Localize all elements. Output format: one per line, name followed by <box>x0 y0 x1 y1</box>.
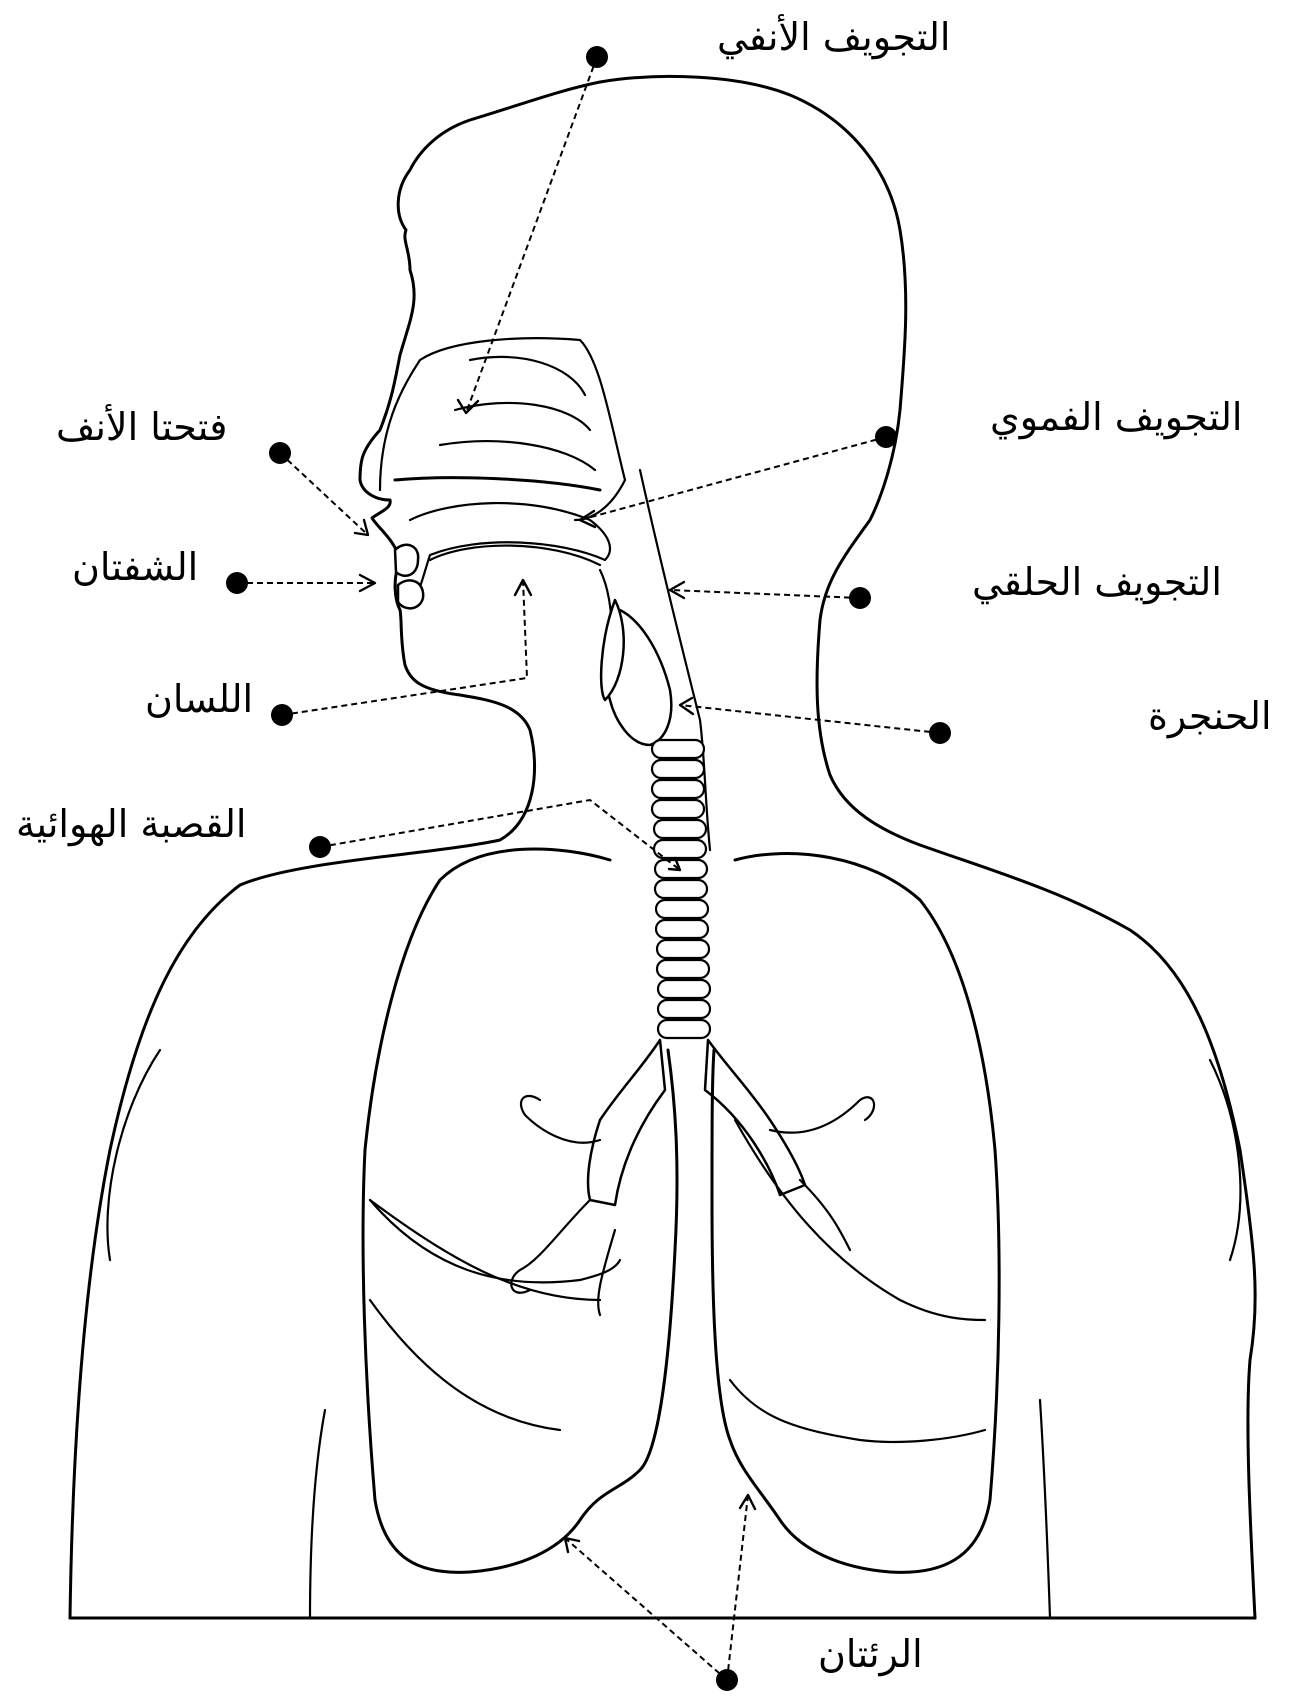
left-lung-lower <box>370 1300 560 1430</box>
right-arm-line <box>1040 1400 1050 1618</box>
upper-lip <box>395 545 418 576</box>
leader-lines <box>237 57 940 1680</box>
label-lips: الشفتان <box>72 548 198 586</box>
tongue-shape <box>430 546 600 565</box>
left-bronchus <box>588 1040 665 1205</box>
label-trachea: القصبة الهوائية <box>16 805 247 843</box>
turbinate-2 <box>455 403 590 430</box>
right-lung-lower <box>730 1380 985 1442</box>
right-lung <box>712 853 999 1572</box>
right-bronchus <box>705 1040 805 1195</box>
label-lungs: الرئتان <box>818 1635 923 1673</box>
turbinate-3 <box>440 441 595 470</box>
label-tongue: اللسان <box>145 680 253 718</box>
label-larynx: الحنجرة <box>1148 697 1272 735</box>
trachea-rings <box>652 740 710 1038</box>
left-lung-fissure <box>370 1200 620 1282</box>
label-oral-cavity: التجويف الفموي <box>990 398 1242 436</box>
palate <box>395 478 600 490</box>
label-nasal-cavity: التجويف الأنفي <box>717 18 950 56</box>
oral-cavity-shape <box>410 503 610 600</box>
left-lung <box>363 849 677 1572</box>
label-dots <box>226 46 951 1691</box>
lower-lip <box>398 580 423 608</box>
label-pharyngeal-cavity: التجويف الحلقي <box>972 563 1222 601</box>
label-nostrils: فتحتا الأنف <box>56 408 227 446</box>
diaphragm-line <box>370 1200 600 1300</box>
left-shoulder-line <box>107 1050 160 1260</box>
left-arm-line <box>310 1410 325 1618</box>
turbinate-1 <box>470 357 585 395</box>
